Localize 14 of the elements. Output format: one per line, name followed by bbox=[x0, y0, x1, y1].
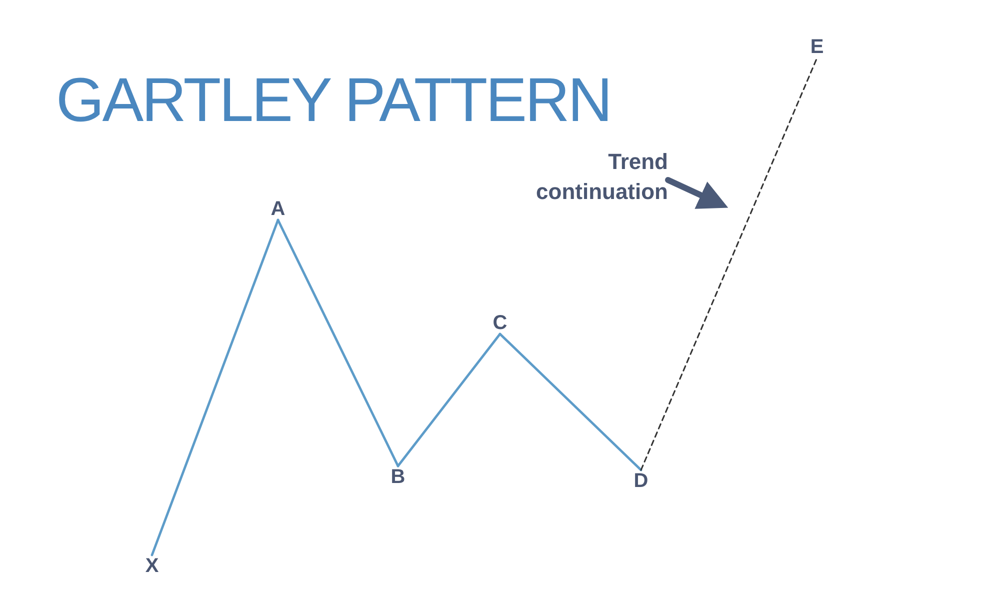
point-label: D bbox=[634, 470, 648, 492]
point-label: X bbox=[145, 555, 159, 577]
line-segment bbox=[498, 332, 642, 472]
annotation-text: Trend continuation bbox=[508, 147, 668, 207]
title: GARTLEY PATTERN bbox=[56, 70, 611, 132]
dashed-line bbox=[640, 57, 818, 471]
line-segment bbox=[276, 218, 400, 468]
line-segment bbox=[396, 332, 502, 468]
line-segment bbox=[150, 218, 280, 556]
arrow bbox=[665, 177, 728, 209]
point-label: E bbox=[810, 36, 824, 58]
point-label: A bbox=[270, 198, 286, 220]
point-label: B bbox=[390, 466, 406, 488]
point-label: C bbox=[492, 312, 508, 334]
